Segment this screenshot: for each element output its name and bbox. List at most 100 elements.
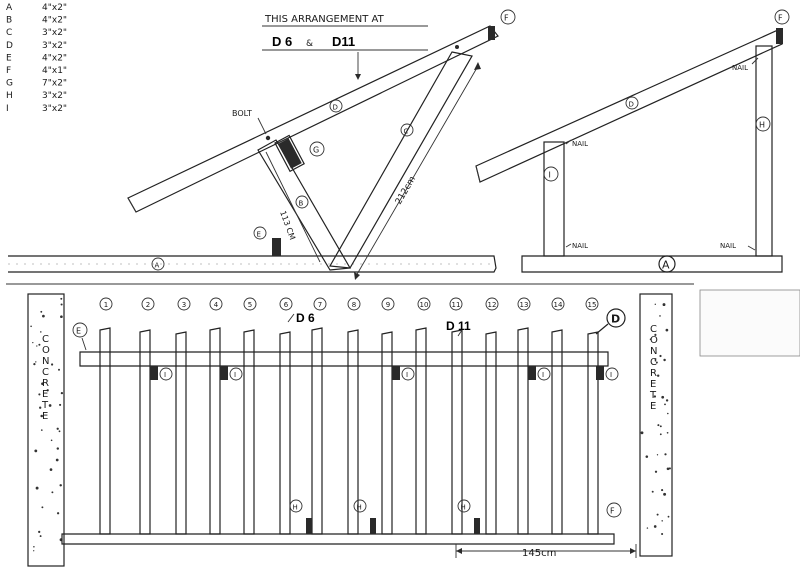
legend-size: 4"x1" [42,66,67,76]
concrete-letter: O [650,335,658,346]
label-I-plan: I [406,371,408,379]
label-F-right: F [778,14,783,23]
left-elevation: A D F B C 212cm G [8,9,516,280]
piece-F-right [776,28,783,44]
plan-rafter [381,331,393,535]
bolt-label: BOLT [232,109,252,118]
rafter-number: 14 [554,301,563,309]
concrete-letter: C [650,324,657,335]
nail-label-3: NAIL [720,242,736,250]
arrangement-note: THIS ARRANGEMENT AT D 6 & D11 [262,14,428,80]
rafter-number: 8 [352,301,356,309]
right-elevation: A D F I H NAIL NAIL NAIL NAIL [475,9,790,273]
arrangement-note-text: THIS ARRANGEMENT AT [264,14,385,25]
concrete-letter: R [650,368,657,379]
rafter-number-circle [417,297,431,311]
label-A-left: A [155,262,160,270]
strut-B [257,139,351,271]
legend-letter: F [6,66,11,76]
block-I-plan [150,366,158,380]
plate-G [278,138,302,169]
plan-d6: D 6 [296,311,315,325]
plan-rafter [175,331,187,535]
label-I-plan-circle [401,367,415,381]
concrete-letter: R [42,378,49,389]
concrete-letter: T [41,400,49,411]
rafter-D-left [127,25,499,213]
note-amp: & [306,39,313,49]
strut-C [329,51,473,269]
rafter-number: 3 [182,301,186,309]
concrete-letter: O [42,345,50,356]
concrete-letter: C [42,334,49,345]
plan-rafter [517,327,529,535]
block-I-plan [220,366,228,380]
beam-A-left [8,255,497,273]
block-I-plan [596,366,604,380]
concrete-letter: E [650,401,656,412]
nail-label-2: NAIL [572,242,588,250]
label-I-plan-circle [605,367,619,381]
concrete-wall-right [639,293,673,557]
legend-letter: D [6,41,13,51]
legend-size: 3"x2" [42,104,67,114]
piece-F-left [488,26,495,40]
plan-rafter [311,327,323,535]
rafter-number: 11 [452,301,461,309]
dim-212cm: 212cm [394,175,418,207]
label-I-plan: I [610,371,612,379]
concrete-letter: E [42,411,48,422]
plan-rafter [279,331,291,535]
label-F-plan: F [610,507,615,516]
rafter-number: 12 [488,301,497,309]
label-I-plan-circle [229,367,243,381]
label-I-plan: I [234,371,236,379]
label-I-plan: I [542,371,544,379]
rafter-number: 6 [284,301,289,309]
dim-145cm: 145cm [522,548,556,559]
concrete-letter: N [650,346,657,357]
post-I-right [543,141,565,257]
concrete-letter: N [42,356,49,367]
rafter-number-circle [485,297,499,311]
dim-113cm: 113 CM [278,210,297,242]
legend-letter: H [6,91,13,101]
legend-letter: A [6,3,13,13]
label-I-plan: I [164,371,166,379]
legend-size: 4"x2" [42,53,67,63]
label-C: C [404,128,409,136]
bolt-icon [265,135,271,141]
beam-A-right [521,255,783,273]
legend-size: 3"x2" [42,41,67,51]
rafter-number-circle [279,297,293,311]
rafter-number-circle [243,297,257,311]
concrete-letter: C [42,367,49,378]
plan-rafter [209,327,221,535]
rafter-number: 9 [386,301,390,309]
plan-rafter [99,327,111,535]
concrete-letter: E [650,379,656,390]
note-arrow-icon [355,74,361,80]
rafter-number: 4 [214,301,219,309]
plan-rafter [551,329,563,535]
post-H-right [755,45,773,257]
rafter-number-circle [141,297,155,311]
label-D-right: D [629,101,634,109]
legend-size: 4"x2" [42,16,67,26]
legend-letter: C [6,28,12,38]
plan-rafter [243,329,255,535]
legend-letter: I [6,104,9,114]
block-I-plan [528,366,536,380]
rafter-number-circle [209,297,223,311]
rafter-number: 7 [318,301,322,309]
rafter-number-circle [585,297,599,311]
block-H-plan [370,518,376,534]
plan-rafter [415,327,427,535]
label-H-plan: H [357,504,362,512]
rafter-number-circle [449,297,463,311]
label-I-right: I [549,171,551,180]
note-d11: D11 [332,34,355,49]
